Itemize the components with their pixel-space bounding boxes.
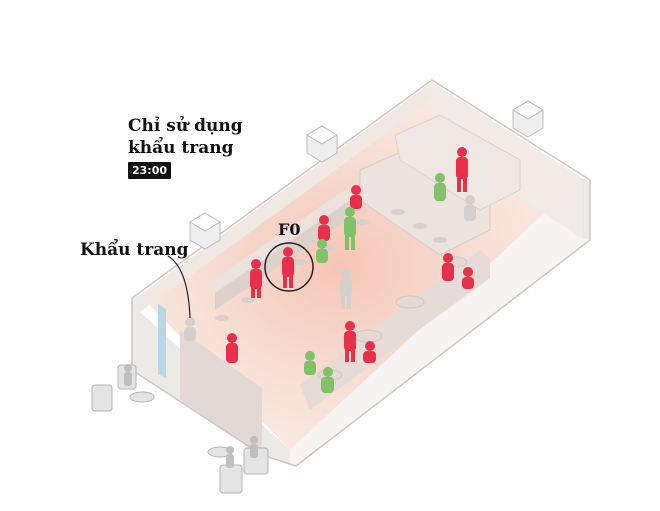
people-infected xyxy=(226,147,474,363)
f0-highlight-circle xyxy=(264,242,314,292)
people-not-infected xyxy=(304,173,446,393)
ac-unit-3 xyxy=(512,100,544,138)
back-wall-left xyxy=(140,82,432,312)
mask-label: Khẩu trang xyxy=(80,240,189,260)
front-wall-right xyxy=(290,178,590,466)
f0-label: F0 xyxy=(278,220,301,239)
ac-unit-1 xyxy=(189,212,221,250)
outdoor-people xyxy=(124,364,258,468)
people-staff xyxy=(184,195,476,341)
time-badge: 23:00 xyxy=(128,162,172,179)
front-partition xyxy=(180,330,262,455)
mask-only-line2: khẩu trang xyxy=(128,138,234,158)
ac-unit-2 xyxy=(306,125,338,163)
outdoor-seating-bottom xyxy=(207,446,269,494)
mask-only-line1: Chỉ sử dụng xyxy=(128,116,243,136)
outdoor-seating-left xyxy=(91,364,155,412)
room-outline xyxy=(131,79,591,467)
glass-door xyxy=(158,304,166,378)
bar-counter-top xyxy=(205,185,362,293)
right-booth xyxy=(300,250,490,410)
bar-stools xyxy=(215,209,447,321)
mask-leader-line xyxy=(167,255,191,319)
mask-only-label: Chỉ sử dụng khẩu trang xyxy=(128,115,243,159)
